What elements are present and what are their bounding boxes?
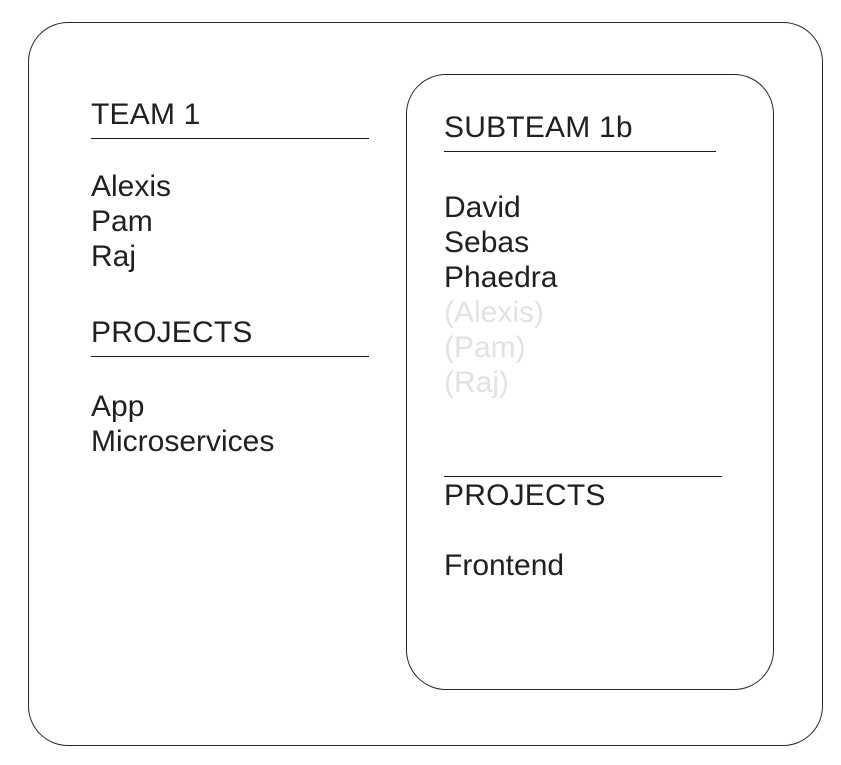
- inner-team-title-rule: [444, 151, 716, 152]
- list-item[interactable]: Alexis: [91, 170, 172, 203]
- outer-projects-title: PROJECTS: [91, 316, 253, 349]
- team-container-inner[interactable]: [406, 74, 774, 690]
- outer-team-title: TEAM 1: [91, 98, 201, 131]
- list-item[interactable]: App: [91, 390, 145, 423]
- inner-team-project-list: Frontend: [444, 548, 564, 583]
- inner-team-member-list: David Sebas Phaedra (Alexis) (Pam) (Raj): [444, 190, 557, 400]
- outer-team-title-rule: [91, 138, 369, 139]
- outer-team-member-list: Alexis Pam Raj: [91, 169, 171, 274]
- list-item-inherited[interactable]: (Raj): [444, 366, 509, 399]
- inner-team-title: SUBTEAM 1b: [444, 111, 633, 144]
- outer-projects-heading-group: PROJECTS: [91, 316, 369, 357]
- inner-projects-title: PROJECTS: [444, 479, 606, 512]
- outer-projects-title-rule: [91, 356, 369, 357]
- inner-team-heading-group: SUBTEAM 1b: [444, 111, 716, 152]
- list-item[interactable]: Microservices: [91, 425, 275, 458]
- list-item-inherited[interactable]: (Alexis): [444, 296, 545, 329]
- outer-team-heading-group: TEAM 1: [91, 98, 369, 139]
- team-container-outer[interactable]: TEAM 1 Alexis Pam Raj PROJECTS App Micro…: [28, 22, 823, 746]
- inner-projects-heading-group: PROJECTS: [444, 476, 722, 513]
- list-item[interactable]: Frontend: [444, 549, 565, 582]
- list-item-inherited[interactable]: (Pam): [444, 331, 526, 364]
- list-item[interactable]: Sebas: [444, 226, 530, 259]
- list-item[interactable]: Phaedra: [444, 261, 558, 294]
- inner-projects-title-rule: [444, 476, 722, 477]
- outer-team-project-list: App Microservices: [91, 389, 274, 459]
- list-item[interactable]: David: [444, 191, 521, 224]
- list-item[interactable]: Pam: [91, 205, 153, 238]
- list-item[interactable]: Raj: [91, 240, 137, 273]
